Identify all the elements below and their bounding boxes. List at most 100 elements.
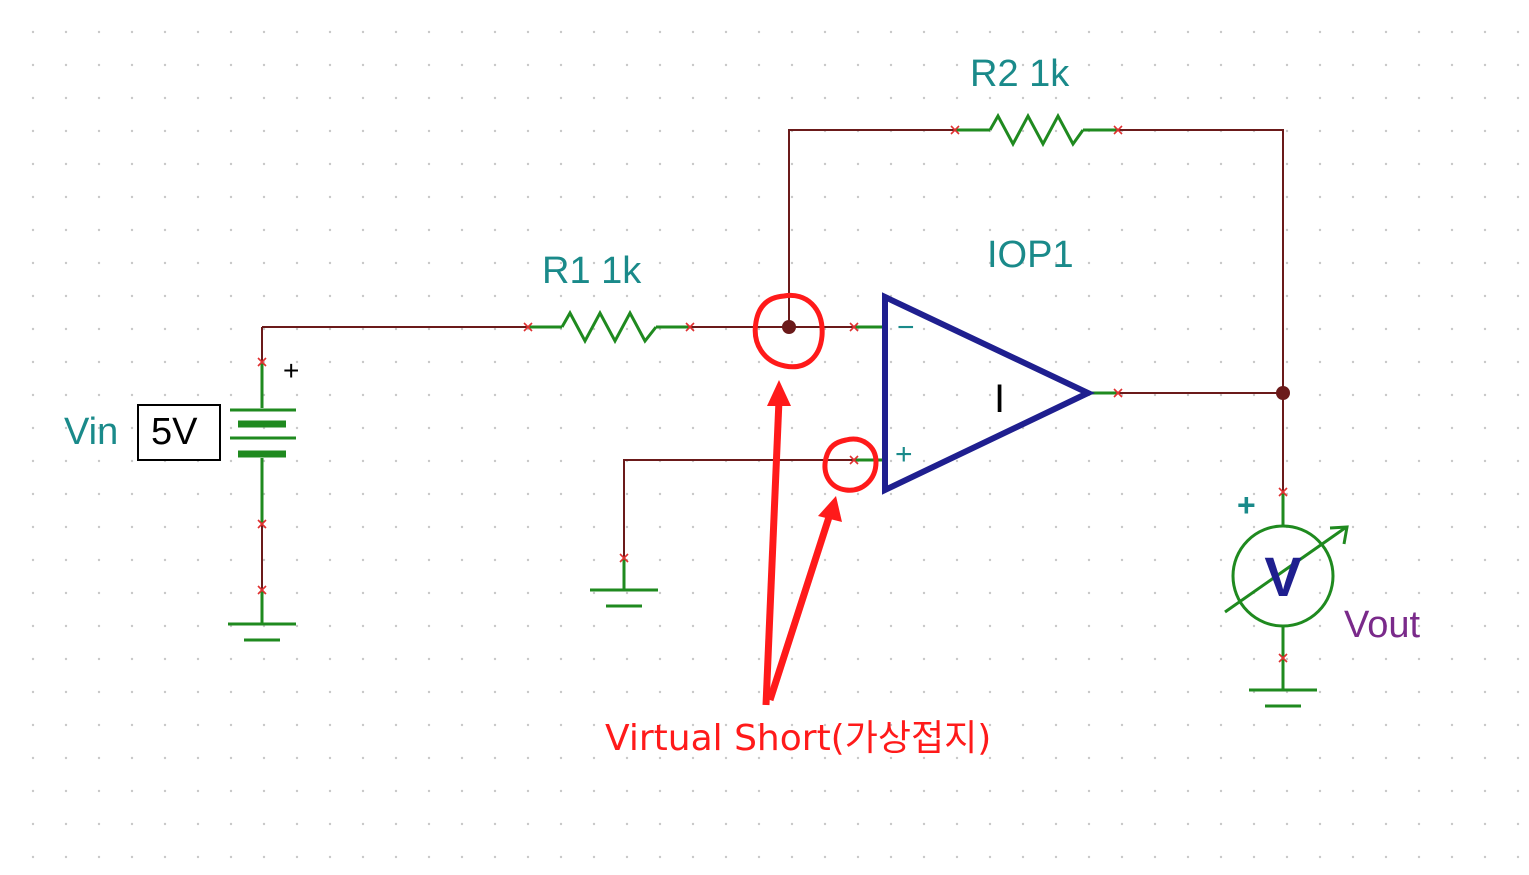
- grid-dot: [1351, 393, 1355, 397]
- grid-dot: [691, 624, 695, 628]
- grid-dot: [1516, 162, 1520, 166]
- grid-dot: [889, 360, 893, 364]
- grid-dot: [592, 360, 596, 364]
- grid-dot: [1252, 228, 1256, 232]
- grid-dot: [889, 591, 893, 595]
- grid-dot: [328, 360, 332, 364]
- grid-dot: [1285, 789, 1289, 793]
- grid-dot: [1021, 294, 1025, 298]
- grid-dot: [1021, 459, 1025, 463]
- grid-dot: [1186, 360, 1190, 364]
- grid-dot: [31, 789, 35, 793]
- grid-dot: [1252, 30, 1256, 34]
- grid-dot: [163, 294, 167, 298]
- grid-dot: [757, 525, 761, 529]
- grid-dot: [64, 591, 68, 595]
- grid-dot: [295, 426, 299, 430]
- grid-dot: [526, 756, 530, 760]
- grid-dot: [1219, 591, 1223, 595]
- grid-dot: [691, 723, 695, 727]
- grid-dot: [823, 393, 827, 397]
- grid-dot: [1318, 261, 1322, 265]
- grid-dot: [559, 96, 563, 100]
- grid-dot: [1252, 294, 1256, 298]
- grid-dot: [460, 393, 464, 397]
- grid-dot: [1054, 855, 1058, 859]
- pin-marker: [1278, 487, 1288, 497]
- grid-dot: [889, 261, 893, 265]
- grid-dot: [658, 525, 662, 529]
- grid-dot: [460, 723, 464, 727]
- grid-dot: [1219, 393, 1223, 397]
- grid-dot: [922, 393, 926, 397]
- grid-dot: [1483, 855, 1487, 859]
- grid-dot: [658, 723, 662, 727]
- grid-dot: [1252, 822, 1256, 826]
- grid-dot: [1120, 459, 1124, 463]
- grid-dot: [757, 63, 761, 67]
- grid-dot: [1219, 261, 1223, 265]
- grid-dot: [625, 360, 629, 364]
- grid-dot: [97, 525, 101, 529]
- grid-dot: [955, 657, 959, 661]
- grid-dot: [1252, 261, 1256, 265]
- grid-dot: [1087, 261, 1091, 265]
- grid-dot: [691, 426, 695, 430]
- grid-dot: [856, 426, 860, 430]
- grid-dot: [196, 723, 200, 727]
- grid-dot: [31, 525, 35, 529]
- grid-dot: [1153, 657, 1157, 661]
- grid-dot: [526, 723, 530, 727]
- grid-dot: [1450, 525, 1454, 529]
- grid-dot: [889, 855, 893, 859]
- grid-dot: [757, 624, 761, 628]
- grid-dot: [31, 855, 35, 859]
- grid-dot: [625, 723, 629, 727]
- grid-dot: [328, 855, 332, 859]
- grid-dot: [955, 591, 959, 595]
- grid-dot: [856, 261, 860, 265]
- grid-dot: [1120, 195, 1124, 199]
- grid-dot: [394, 558, 398, 562]
- grid-dot: [625, 624, 629, 628]
- grid-dot: [1318, 360, 1322, 364]
- grid-dot: [31, 261, 35, 265]
- grid-dot: [163, 690, 167, 694]
- grid-dot: [988, 30, 992, 34]
- grid-dot: [1516, 657, 1520, 661]
- grid-dot: [1384, 558, 1388, 562]
- grid-dot: [724, 789, 728, 793]
- grid-dot: [1516, 624, 1520, 628]
- grid-dot: [625, 63, 629, 67]
- grid-dot: [1252, 756, 1256, 760]
- grid-dot: [1450, 426, 1454, 430]
- grid-dot: [1186, 261, 1190, 265]
- grid-dot: [790, 723, 794, 727]
- grid-dot: [922, 492, 926, 496]
- grid-dot: [1219, 459, 1223, 463]
- grid-dot: [955, 459, 959, 463]
- grid-dot: [130, 360, 134, 364]
- grid-dot: [1087, 30, 1091, 34]
- grid-dot: [625, 525, 629, 529]
- grid-dot: [988, 624, 992, 628]
- grid-dot: [1087, 558, 1091, 562]
- grid-dot: [1318, 558, 1322, 562]
- grid-dot: [1417, 558, 1421, 562]
- grid-dot: [889, 789, 893, 793]
- grid-dot: [790, 492, 794, 496]
- grid-dot: [31, 96, 35, 100]
- grid-dot: [196, 393, 200, 397]
- grid-dot: [757, 393, 761, 397]
- grid-dot: [361, 228, 365, 232]
- grid-dot: [1021, 129, 1025, 133]
- grid-dot: [922, 30, 926, 34]
- grid-dot: [97, 426, 101, 430]
- grid-dot: [394, 162, 398, 166]
- grid-dot: [427, 789, 431, 793]
- grid-dot: [1417, 657, 1421, 661]
- grid-dot: [130, 525, 134, 529]
- grid-dot: [757, 360, 761, 364]
- grid-dot: [328, 492, 332, 496]
- grid-dot: [361, 294, 365, 298]
